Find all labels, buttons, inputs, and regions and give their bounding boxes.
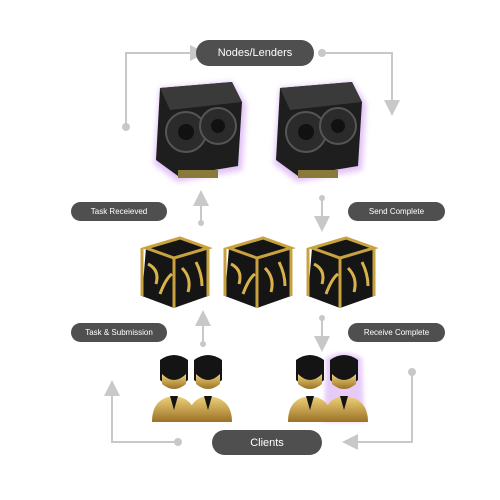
arrow-left-lower xyxy=(195,310,211,347)
step-task-submission: Task & Submission xyxy=(71,323,167,342)
nodes-lenders-label: Nodes/Lenders xyxy=(196,40,314,66)
gold-cube-icon xyxy=(140,236,213,308)
gpu-card-icon xyxy=(154,82,246,182)
gpu-card-icon xyxy=(274,82,366,182)
arrow-right-upper xyxy=(314,195,330,232)
gold-cube-icon xyxy=(306,236,379,308)
arrow-right-lower xyxy=(314,315,330,352)
user-pair-icon xyxy=(288,353,368,422)
connector-bottom-left xyxy=(104,380,182,446)
connector-top-right xyxy=(318,49,400,116)
gold-cube-icon xyxy=(223,236,296,308)
step-task-received: Task Receieved xyxy=(71,202,167,221)
step-send-complete: Send Complete xyxy=(348,202,445,221)
connector-top-left xyxy=(122,45,206,131)
connector-bottom-right xyxy=(342,368,416,450)
clients-label: Clients xyxy=(212,430,322,455)
step-receive-complete: Receive Complete xyxy=(348,323,445,342)
user-pair-icon xyxy=(152,355,232,422)
arrow-left-upper xyxy=(193,190,209,226)
